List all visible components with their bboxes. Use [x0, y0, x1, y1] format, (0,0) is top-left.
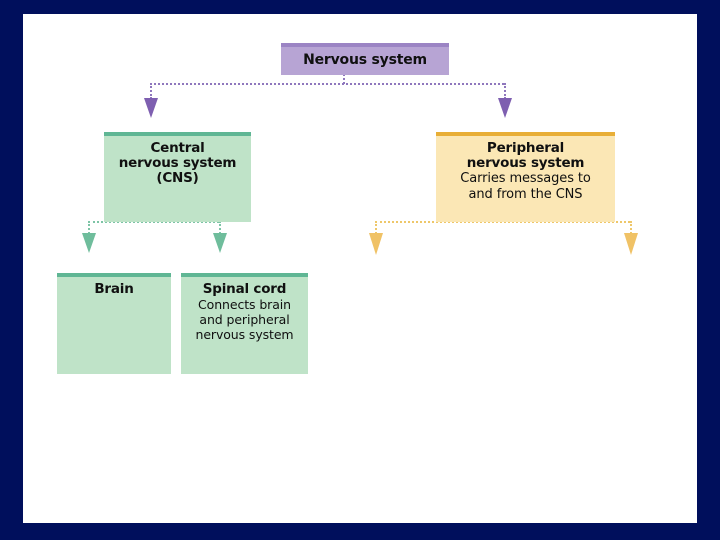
- arrowhead-to-pns-icon: [498, 98, 512, 118]
- node-cns-title-line2: nervous system: [118, 155, 237, 172]
- node-pns-subtitle-line1: Carries messages to: [460, 171, 591, 187]
- node-cns-title-line3: (CNS): [156, 170, 199, 187]
- node-cns-title-line1: Central: [150, 140, 205, 156]
- node-spinal-cord-subtitle-line1: Connects brain: [198, 297, 291, 313]
- arrowhead-to-cns-icon: [144, 98, 158, 118]
- connector-cns-to-spinal: [219, 221, 221, 234]
- node-peripheral-nervous-system[interactable]: Peripheral nervous system Carries messag…: [436, 132, 615, 222]
- node-nervous-system-title: Nervous system: [303, 52, 427, 68]
- node-accent-bar: [436, 132, 615, 136]
- arrowhead-to-spinal-icon: [213, 233, 227, 253]
- node-pns-title-line2: nervous system: [466, 155, 585, 172]
- node-spinal-cord-subtitle-line3: nervous system: [195, 327, 294, 343]
- connector-cns-to-brain: [88, 221, 90, 234]
- node-central-nervous-system[interactable]: Central nervous system (CNS): [104, 132, 251, 222]
- node-brain[interactable]: Brain: [57, 273, 171, 374]
- node-accent-bar: [181, 273, 308, 277]
- connector-cns-horizontal: [88, 221, 219, 223]
- arrowhead-pns-left-icon: [369, 233, 383, 255]
- connector-root-horizontal: [150, 83, 504, 85]
- connector-root-to-pns: [504, 83, 506, 99]
- node-accent-bar: [104, 132, 251, 136]
- connector-root-to-cns: [150, 83, 152, 99]
- node-spinal-cord[interactable]: Spinal cord Connects brain and periphera…: [181, 273, 308, 374]
- node-brain-title: Brain: [94, 281, 134, 297]
- node-spinal-cord-subtitle-line2: and peripheral: [199, 312, 290, 328]
- node-pns-subtitle-line2: and from the CNS: [468, 186, 583, 202]
- arrowhead-to-brain-icon: [82, 233, 96, 253]
- node-nervous-system[interactable]: Nervous system: [281, 43, 449, 75]
- connector-pns-right-drop: [630, 221, 632, 234]
- arrowhead-pns-right-icon: [624, 233, 638, 255]
- node-accent-bar: [57, 273, 171, 277]
- node-accent-bar: [281, 43, 449, 47]
- diagram-canvas: Nervous system Central nervous system (C…: [23, 14, 697, 523]
- connector-pns-left-drop: [375, 221, 377, 234]
- connector-pns-horizontal: [375, 221, 630, 223]
- node-pns-title-line1: Peripheral: [486, 140, 565, 156]
- node-spinal-cord-title: Spinal cord: [202, 281, 287, 297]
